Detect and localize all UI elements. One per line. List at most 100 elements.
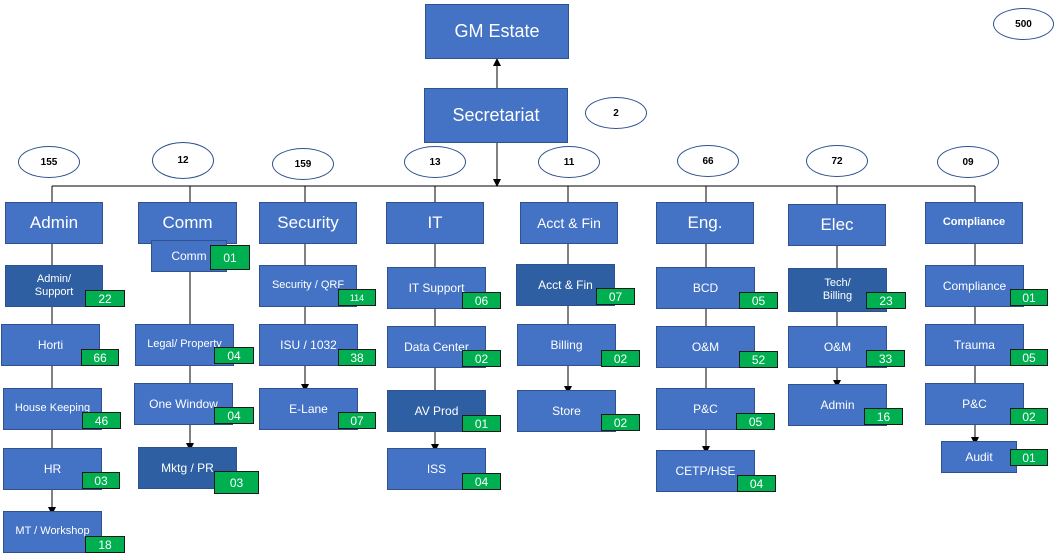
- count-badge: 02: [462, 350, 501, 367]
- unit-box-comm-3-label: Mktg / PR: [161, 460, 214, 475]
- headcount-oval-compliance: 09: [937, 146, 999, 178]
- unit-box-admin-4-label: MT / Workshop: [15, 525, 90, 538]
- unit-box-security-2-label: E-Lane: [289, 401, 328, 416]
- unit-box-it-0-label: IT Support: [408, 280, 465, 295]
- dept-header-it[interactable]: IT: [386, 202, 484, 244]
- unit-box-comm-2-label: One Window: [149, 396, 218, 411]
- unit-box-admin-0-label: Admin/ Support: [34, 272, 74, 298]
- unit-box-compliance-3-label: Audit: [965, 449, 993, 464]
- dept-header-security[interactable]: Security: [259, 202, 357, 244]
- count-badge: 33: [866, 350, 905, 367]
- unit-box-compliance-0-label: Compliance: [942, 278, 1007, 293]
- dept-header-elec[interactable]: Elec: [788, 204, 886, 246]
- count-badge: 05: [736, 413, 775, 430]
- headcount-oval-acct-fin: 11: [538, 146, 600, 178]
- count-badge: 06: [462, 292, 501, 309]
- dept-header-compliance[interactable]: Compliance: [925, 202, 1023, 244]
- dept-header-eng-label: Eng.: [687, 212, 723, 232]
- count-badge: 04: [214, 407, 254, 424]
- count-badge: 46: [82, 412, 121, 429]
- unit-box-elec-0-label: Tech/ Billing: [822, 276, 853, 302]
- unit-box-security-0-label: Security / QRF: [271, 279, 345, 292]
- count-badge: 03: [82, 472, 120, 489]
- count-badge: 01: [462, 415, 501, 432]
- unit-box-it-2-label: AV Prod: [414, 403, 459, 418]
- unit-box-acct-fin-0-label: Acct & Fin: [538, 277, 593, 292]
- dept-header-acct-fin-label: Acct & Fin: [537, 214, 601, 231]
- unit-box-it-3-label: ISS: [426, 461, 447, 476]
- unit-box-elec-1-label: O&M: [823, 339, 852, 354]
- count-badge: 01: [1010, 289, 1048, 306]
- headcount-oval-eng: 66: [677, 145, 739, 177]
- unit-box-acct-fin-2[interactable]: Store: [517, 390, 616, 432]
- unit-box-comm-0-label: Comm: [171, 248, 207, 263]
- gm-estate-box[interactable]: GM Estate: [425, 4, 569, 59]
- unit-box-admin-1-label: Horti: [37, 337, 64, 352]
- count-badge: 05: [1010, 349, 1048, 366]
- unit-box-elec-2-label: Admin: [820, 397, 855, 412]
- unit-box-security-1-label: ISU / 1032: [280, 337, 337, 352]
- headcount-oval-it: 13: [404, 146, 466, 178]
- secretariat-count-oval: 2: [585, 97, 647, 129]
- unit-box-comm-1-label: Legal/ Property: [147, 338, 222, 351]
- count-badge: 04: [462, 473, 501, 490]
- headcount-oval-security: 159: [272, 148, 334, 180]
- dept-header-it-label: IT: [427, 212, 443, 232]
- count-badge: 05: [739, 292, 778, 309]
- unit-box-eng-1-label: O&M: [691, 339, 720, 354]
- dept-header-comm[interactable]: Comm: [138, 202, 237, 244]
- total-headcount-oval: 500: [993, 8, 1054, 40]
- unit-box-compliance-2[interactable]: P&C: [925, 383, 1024, 425]
- unit-box-compliance-1-label: Trauma: [954, 337, 995, 352]
- gm-estate-box-label: GM Estate: [454, 20, 540, 41]
- headcount-oval-comm: 12: [152, 142, 214, 179]
- count-badge: 01: [1010, 449, 1048, 466]
- unit-box-compliance-1[interactable]: Trauma: [925, 324, 1024, 366]
- count-badge: 03: [214, 471, 259, 494]
- unit-box-eng-0[interactable]: BCD: [656, 267, 755, 309]
- unit-box-elec-2[interactable]: Admin: [788, 384, 887, 426]
- unit-box-acct-fin-1-label: Billing: [550, 337, 583, 352]
- count-badge: 22: [85, 290, 125, 307]
- unit-box-admin-2-label: House Keeping: [14, 402, 91, 415]
- count-badge: 02: [1010, 408, 1048, 425]
- unit-box-acct-fin-2-label: Store: [552, 403, 581, 418]
- dept-header-admin[interactable]: Admin: [5, 202, 103, 244]
- count-badge: 04: [737, 475, 776, 492]
- unit-box-acct-fin-1[interactable]: Billing: [517, 324, 616, 366]
- unit-box-it-1[interactable]: Data Center: [387, 326, 486, 368]
- count-badge: 52: [739, 351, 778, 368]
- dept-header-eng[interactable]: Eng.: [656, 202, 754, 244]
- count-badge: 07: [338, 412, 376, 429]
- unit-box-eng-0-label: BCD: [692, 280, 719, 295]
- dept-header-elec-label: Elec: [820, 214, 854, 234]
- secretariat-box[interactable]: Secretariat: [424, 88, 568, 143]
- dept-header-compliance-label: Compliance: [942, 216, 1006, 229]
- unit-box-eng-1[interactable]: O&M: [656, 326, 755, 368]
- unit-box-compliance-0[interactable]: Compliance: [925, 265, 1024, 307]
- dept-header-security-label: Security: [277, 212, 339, 232]
- unit-box-eng-2-label: P&C: [693, 401, 718, 416]
- count-badge: 02: [601, 350, 640, 367]
- unit-box-compliance-3[interactable]: Audit: [941, 441, 1017, 473]
- unit-box-it-1-label: Data Center: [404, 339, 469, 354]
- count-badge: 18: [85, 536, 125, 553]
- secretariat-box-label: Secretariat: [452, 104, 540, 125]
- unit-box-eng-3-label: CETP/HSE: [675, 463, 736, 478]
- unit-box-security-2[interactable]: E-Lane: [259, 388, 358, 430]
- unit-box-comm-2[interactable]: One Window: [134, 383, 233, 425]
- dept-header-acct-fin[interactable]: Acct & Fin: [520, 202, 618, 244]
- dept-header-comm-label: Comm: [162, 212, 213, 232]
- unit-box-admin-3-label: HR: [43, 461, 62, 476]
- count-badge: 01: [210, 245, 250, 270]
- count-badge: 04: [214, 347, 254, 364]
- dept-header-admin-label: Admin: [29, 212, 79, 232]
- headcount-oval-elec: 72: [806, 145, 868, 177]
- count-badge: 38: [338, 349, 376, 366]
- headcount-oval-admin: 155: [18, 146, 80, 178]
- count-badge: 66: [81, 349, 119, 366]
- unit-box-compliance-2-label: P&C: [962, 396, 987, 411]
- count-badge: 02: [601, 414, 640, 431]
- count-badge: 16: [864, 408, 903, 425]
